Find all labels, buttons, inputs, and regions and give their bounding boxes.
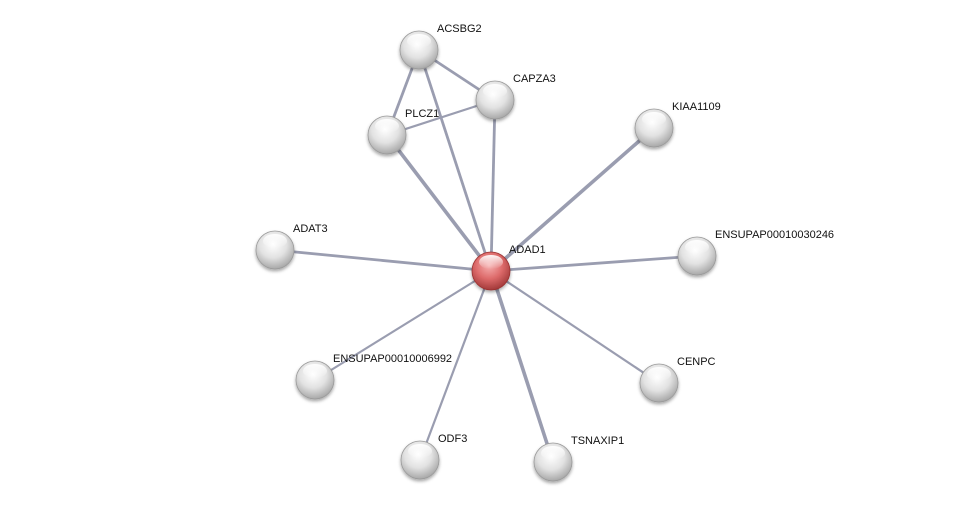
node-label: ODF3 [438,433,467,445]
node-gloss [541,446,565,460]
node-gloss [303,364,327,378]
node-label: ENSUPAP00010006992 [333,353,452,365]
node-label: TSNAXIP1 [571,435,624,447]
edge-kiaa1109-adad1[interactable] [489,126,656,273]
node-label: KIAA1109 [672,101,721,113]
node-capza3[interactable]: CAPZA3 [475,73,556,120]
node-label: ADAD1 [509,244,546,256]
node-ensupap00010006992[interactable]: ENSUPAP00010006992 [295,353,452,400]
node-label: CENPC [677,356,716,368]
node-gloss [685,240,709,254]
edge-ensupap00010030246-adad1[interactable] [490,254,698,273]
edge-cenpc-adad1[interactable] [490,270,660,384]
node-gloss [479,255,503,269]
edge-ensupap00010006992-adad1[interactable] [314,270,492,381]
node-kiaa1109[interactable]: KIAA1109 [634,101,721,148]
node-ensupap00010030246[interactable]: ENSUPAP00010030246 [677,229,834,276]
node-label: ENSUPAP00010030246 [715,229,834,241]
edge-plcz1-adad1[interactable] [385,133,493,273]
node-cenpc[interactable]: CENPC [639,356,716,403]
node-tsnaxip1[interactable]: TSNAXIP1 [533,435,624,482]
node-label: ADAT3 [293,223,328,235]
node-gloss [647,367,671,381]
node-adad1[interactable]: ADAD1 [471,244,546,291]
edge-odf3-adad1[interactable] [418,270,493,461]
node-label: PLCZ1 [405,108,439,120]
edge-acsbg2-adad1[interactable] [417,49,493,272]
node-gloss [407,34,431,48]
node-gloss [263,234,287,248]
edge-capza3-adad1[interactable] [489,99,497,272]
node-gloss [483,84,507,98]
node-label: CAPZA3 [513,73,556,85]
node-gloss [375,119,399,133]
edge-adat3-adad1[interactable] [274,248,492,273]
node-label: ACSBG2 [437,23,482,35]
node-adat3[interactable]: ADAT3 [255,223,328,270]
node-odf3[interactable]: ODF3 [400,433,467,480]
node-gloss [642,112,666,126]
node-plcz1[interactable]: PLCZ1 [367,108,439,155]
node-gloss [408,444,432,458]
edge-tsnaxip1-adad1[interactable] [489,270,555,463]
node-acsbg2[interactable]: ACSBG2 [399,23,482,70]
